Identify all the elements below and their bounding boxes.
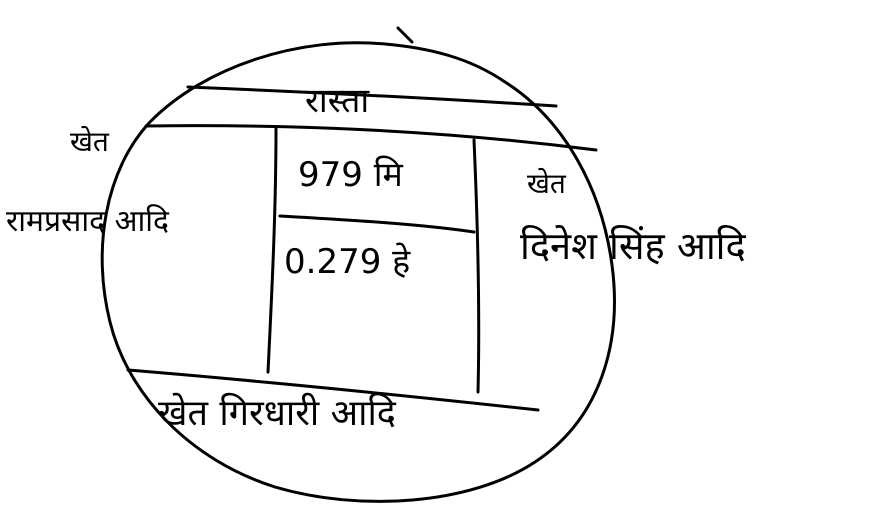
road-line-bottom bbox=[146, 126, 596, 150]
west-field-label: खेत bbox=[70, 128, 109, 156]
east-owner-label: दिनेश सिंह आदि bbox=[520, 227, 746, 265]
plot-number-label: 979 मि bbox=[298, 158, 403, 192]
plot-left-edge bbox=[268, 128, 276, 372]
road-line-top bbox=[188, 87, 556, 106]
north-road-label: रास्ता bbox=[305, 84, 369, 118]
west-owner-label: रामप्रसाद आदि bbox=[6, 207, 169, 237]
plot-right-edge bbox=[474, 140, 479, 392]
east-field-label: खेत bbox=[527, 170, 566, 198]
top-tick bbox=[398, 28, 412, 42]
plot-divider bbox=[280, 216, 474, 232]
south-field-owner-label: खेत गिरधारी आदि bbox=[158, 396, 396, 432]
plot-area-label: 0.279 हे bbox=[284, 245, 410, 279]
